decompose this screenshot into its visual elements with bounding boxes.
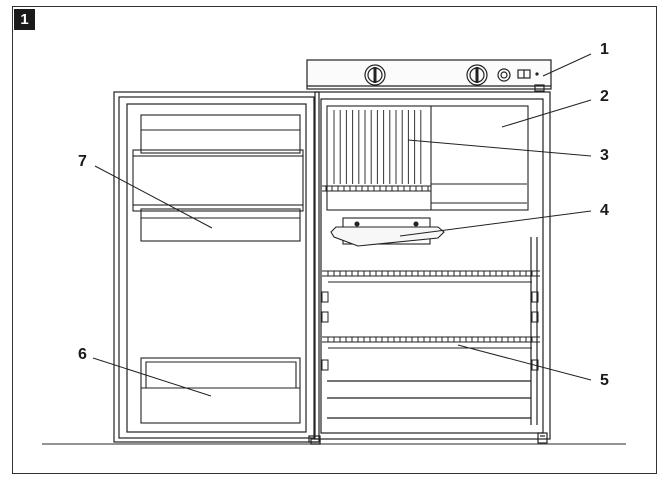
door-upper-bins xyxy=(132,114,304,242)
freezer-compartment xyxy=(326,105,529,211)
leader-1 xyxy=(542,53,592,77)
thermostat-housing xyxy=(330,217,445,247)
control-panel xyxy=(306,59,552,92)
leader-2 xyxy=(501,99,592,128)
callout-5: 5 xyxy=(600,372,609,389)
callout-7: 7 xyxy=(78,153,87,170)
callout-2: 2 xyxy=(600,88,609,105)
figure-border xyxy=(12,6,657,474)
leader-3 xyxy=(407,139,592,157)
leader-5 xyxy=(457,344,592,381)
leader-7 xyxy=(94,165,213,229)
shelf-lower xyxy=(322,336,540,349)
leader-lines xyxy=(92,53,592,397)
freezer-rack xyxy=(322,185,431,192)
cabinet-body xyxy=(314,91,551,440)
leader-6 xyxy=(92,357,212,397)
shelf-guides xyxy=(321,291,539,371)
callout-6: 6 xyxy=(78,346,87,363)
callout-3: 3 xyxy=(600,147,609,164)
callout-1: 1 xyxy=(600,41,609,58)
door-bottom-bin xyxy=(140,357,301,424)
open-door xyxy=(113,91,321,443)
callout-4: 4 xyxy=(600,202,609,219)
evaporator-fins xyxy=(333,110,422,184)
left-knob-icon xyxy=(364,64,386,86)
figure-number-badge: 1 xyxy=(14,9,35,30)
leader-4 xyxy=(399,210,592,237)
right-knob-icon xyxy=(466,64,488,86)
round-button-icon xyxy=(497,68,511,82)
shelf-upper xyxy=(322,270,540,283)
